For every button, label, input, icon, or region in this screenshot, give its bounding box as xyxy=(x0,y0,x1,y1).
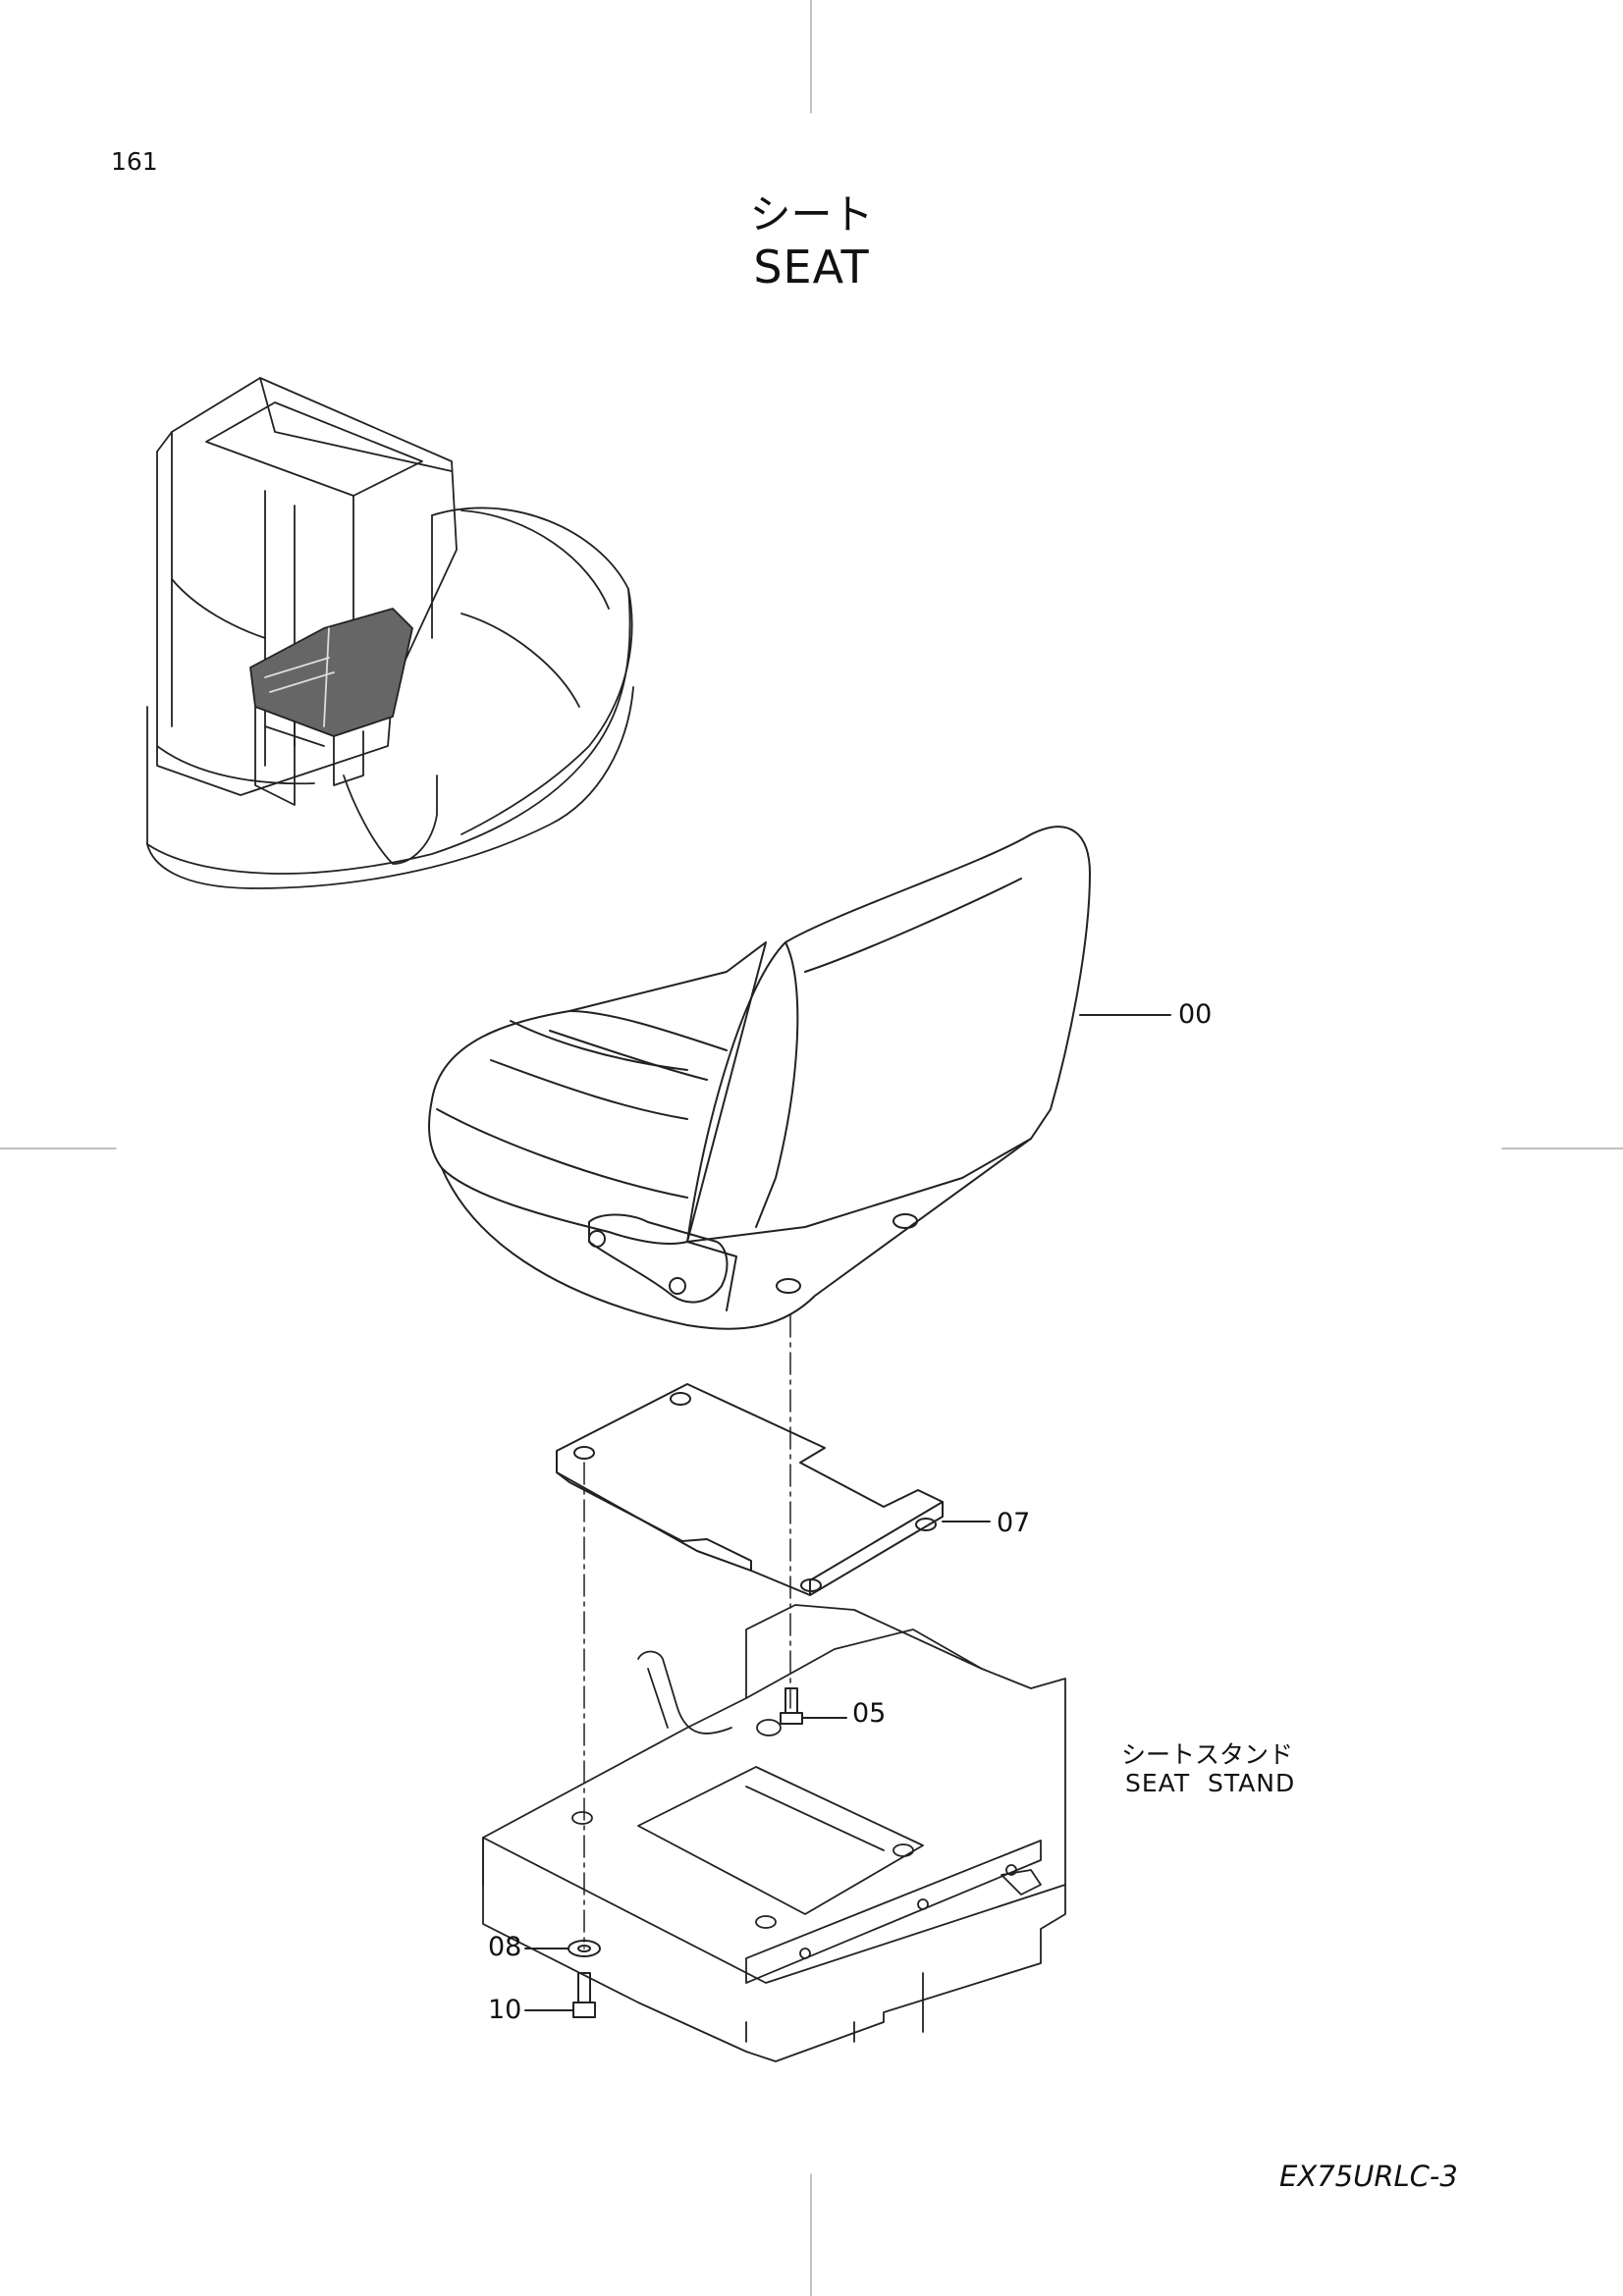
bolt-10-illustration xyxy=(572,1972,596,2018)
assembly-center-lines xyxy=(583,1314,791,1949)
callout-10: 10 xyxy=(488,1995,522,2025)
bolt-05-illustration xyxy=(780,1687,803,1725)
callout-08: 08 xyxy=(488,1932,522,1962)
seat-stand-illustration xyxy=(482,1604,1066,2062)
seat-illustration xyxy=(428,826,1091,1330)
page-title-jp: シート xyxy=(749,190,874,239)
page-title-en: SEAT xyxy=(753,240,870,294)
page-number: 161 xyxy=(111,147,158,176)
callout-05: 05 xyxy=(852,1698,887,1729)
seat-plate-illustration xyxy=(556,1383,944,1596)
callout-00: 00 xyxy=(1178,999,1213,1030)
seat-stand-label-en: SEAT STAND xyxy=(1125,1769,1296,1797)
model-code: EX75URLC-3 xyxy=(1279,2160,1458,2193)
callout-07: 07 xyxy=(997,1508,1031,1538)
seat-stand-label-jp: シートスタンド xyxy=(1121,1740,1294,1769)
excavator-overview-illustration xyxy=(146,377,634,889)
